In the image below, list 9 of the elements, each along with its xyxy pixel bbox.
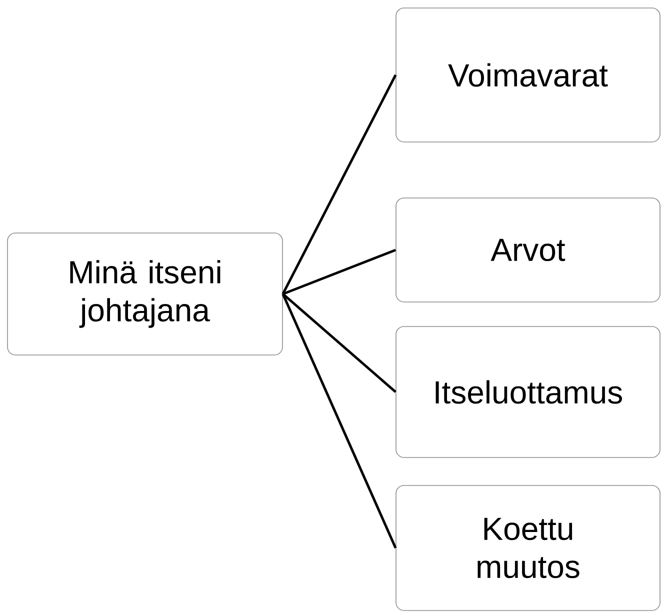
connector-line [282, 293, 397, 548]
item-box: Voimavarat [396, 8, 660, 142]
connector-line [282, 74, 397, 295]
item-box: Koettu muutos [396, 485, 660, 611]
connector-line [282, 248, 396, 296]
topic-box: Minä itseni johtajana [7, 232, 283, 356]
connector-line [282, 293, 396, 393]
item-box: Arvot [396, 198, 660, 302]
item-box: Itseluottamus [396, 326, 660, 458]
